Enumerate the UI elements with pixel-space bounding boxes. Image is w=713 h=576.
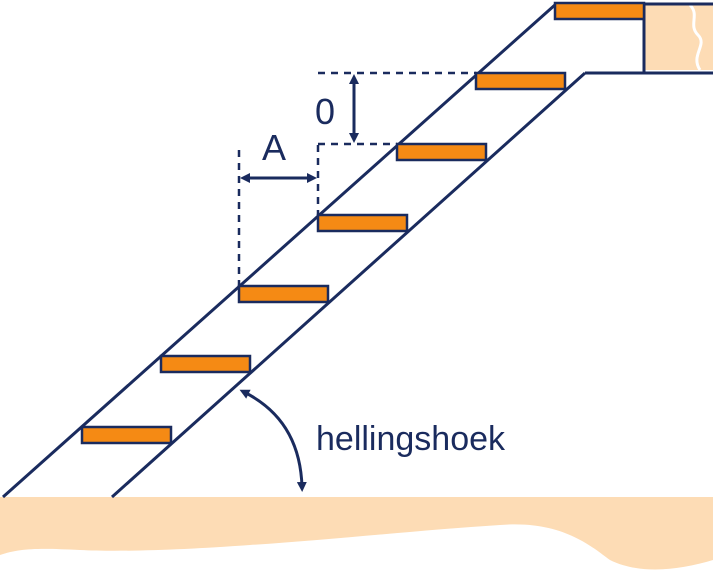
rise-label: 0 — [315, 91, 335, 132]
tread-5 — [395, 142, 488, 162]
tread-1 — [80, 425, 173, 445]
angle-label: hellingshoek — [316, 420, 506, 458]
going-label: A — [262, 127, 286, 168]
stringer-outer — [2, 2, 557, 499]
tread-3 — [237, 284, 330, 304]
angle-arc — [239, 389, 307, 492]
ground — [0, 497, 713, 570]
upper-floor-break — [688, 3, 703, 71]
treads — [80, 1, 646, 445]
stringer-inner — [110, 71, 587, 499]
tread-6 — [474, 71, 567, 91]
tread-7 — [553, 1, 646, 21]
upper-floor-slab — [644, 5, 713, 70]
tread-2 — [159, 354, 252, 374]
tread-4 — [316, 213, 409, 233]
